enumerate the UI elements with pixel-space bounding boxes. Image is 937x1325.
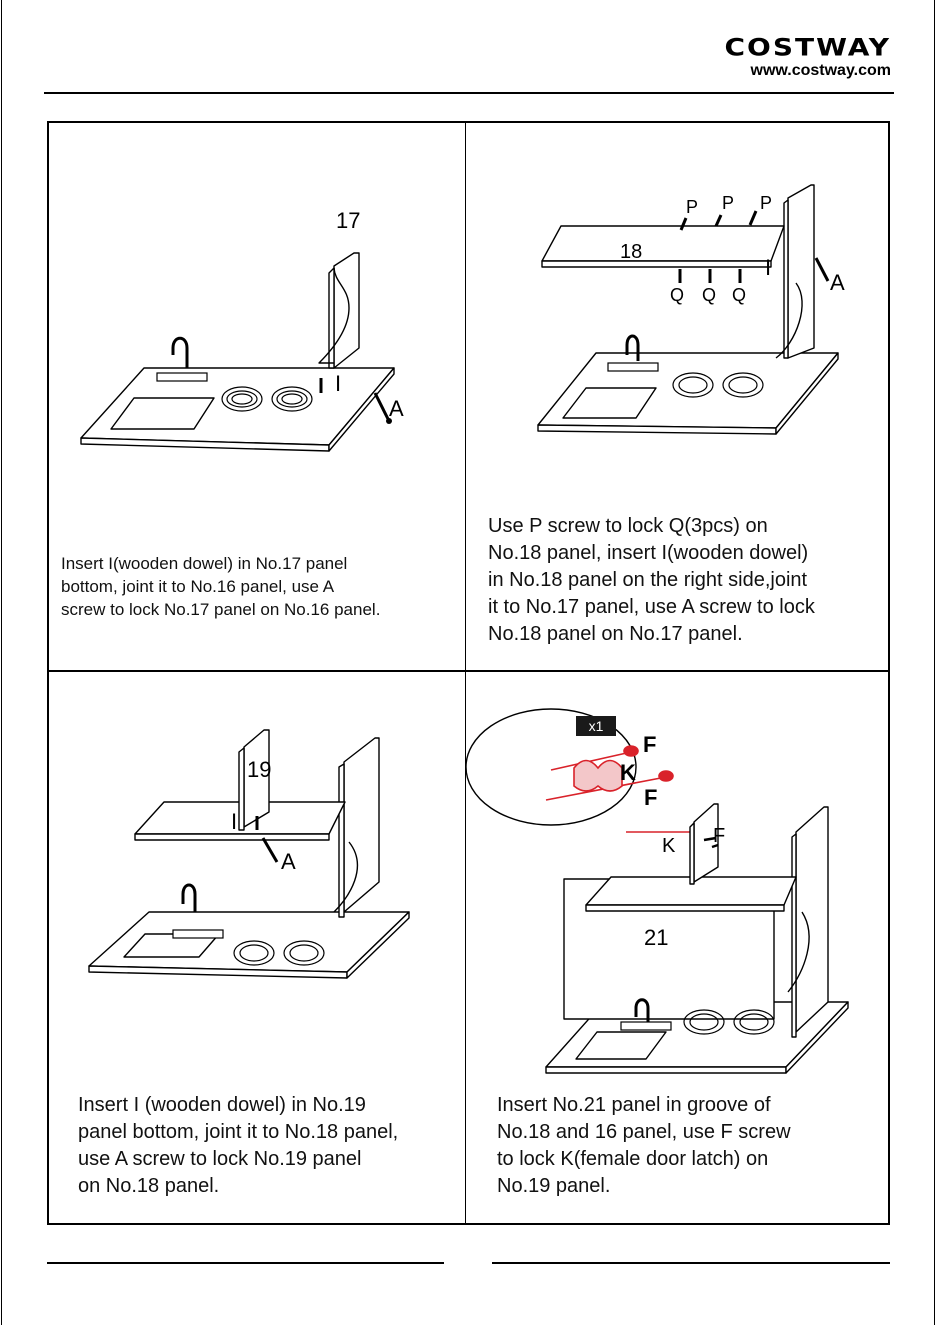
step-3-caption-line: Insert I (wooden dowel) in No.19 <box>78 1094 366 1116</box>
step-4-callout-label-K: K <box>620 760 636 785</box>
step-4-caption-line: Insert No.21 panel in groove of <box>497 1094 771 1116</box>
step-2-label-P: P <box>722 193 734 213</box>
step-1-label-A: A <box>389 396 404 421</box>
step-4-callout-label-F: F <box>643 732 656 757</box>
step-2-caption-line: No.18 panel on No.17 panel. <box>488 623 743 645</box>
step-4-caption-line: No.18 and 16 panel, use F screw <box>497 1121 791 1143</box>
step-2-caption-line: it to No.17 panel, use A screw to lock <box>488 596 815 618</box>
step-2-label-P: P <box>760 193 772 213</box>
step-3-caption-line: use A screw to lock No.19 panel <box>78 1148 362 1170</box>
step-3-label-A: A <box>281 849 296 874</box>
footer-rule-left <box>47 1262 444 1264</box>
step-2-label-Q: Q <box>670 285 684 305</box>
step-2-panel: P P P 18 I A Q Q Q Use P screw to lock Q… <box>466 123 888 669</box>
step-3-panel: 19 I A Insert I (wooden dowel) in No.19 … <box>49 672 464 1224</box>
step-1-caption-line: screw to lock No.17 panel on No.16 panel… <box>61 599 381 619</box>
step-1-label-I: I <box>335 371 341 396</box>
quantity-badge-text: x1 <box>589 718 604 734</box>
step-4-callout-label-F: F <box>644 785 657 810</box>
step-4-caption-line: No.19 panel. <box>497 1175 611 1197</box>
step-2-label-Q: Q <box>732 285 746 305</box>
step-2-label-I: I <box>765 255 771 280</box>
step-1-caption-line: bottom, joint it to No.16 panel, use A <box>61 576 335 596</box>
step-1-panel: 17 I A Insert I(wooden dowel) in No.17 p… <box>49 123 464 669</box>
header-rule <box>44 92 894 94</box>
step-2-label-P: P <box>686 197 698 217</box>
step-2-caption-line: Use P screw to lock Q(3pcs) on <box>488 515 768 537</box>
step-2-caption-line: in No.18 panel on the right side,joint <box>488 569 808 591</box>
step-4-diagram: x1 F K F <box>465 708 849 1074</box>
step-2-caption: Use P screw to lock Q(3pcs) on No.18 pan… <box>488 513 815 648</box>
step-3-diagram: 19 I A <box>88 729 410 979</box>
step-4-caption-line: to lock K(female door latch) on <box>497 1148 769 1170</box>
step-1-caption-line: Insert I(wooden dowel) in No.17 panel <box>61 554 348 573</box>
step-3-caption-line: panel bottom, joint it to No.18 panel, <box>78 1121 399 1143</box>
page-edge-left <box>1 0 2 1325</box>
step-3-label-19: 19 <box>247 757 271 782</box>
step-3-caption: Insert I (wooden dowel) in No.19 panel b… <box>78 1092 398 1200</box>
grid-divider-horizontal <box>47 670 890 672</box>
footer-rule-right <box>492 1262 890 1264</box>
step-4-panel: x1 F K F <box>465 672 888 1224</box>
step-3-caption-line: on No.18 panel. <box>78 1175 220 1197</box>
step-2-label-18: 18 <box>620 241 642 263</box>
step-3-label-I: I <box>231 809 237 834</box>
step-2-caption-line: No.18 panel, insert I(wooden dowel) <box>488 542 809 564</box>
step-1-label-17: 17 <box>336 208 360 233</box>
brand-block: COSTWAY www.costway.com <box>724 36 891 80</box>
step-4-label-21: 21 <box>644 925 668 950</box>
quantity-badge <box>576 716 616 736</box>
step-4-caption: Insert No.21 panel in groove of No.18 an… <box>497 1092 791 1200</box>
step-1-diagram: 17 I A <box>80 208 404 452</box>
step-2-label-A: A <box>830 270 845 295</box>
step-1-caption: Insert I(wooden dowel) in No.17 panel bo… <box>61 553 380 622</box>
instruction-grid <box>47 121 890 1225</box>
grid-divider-vertical <box>465 121 466 1225</box>
detail-callout <box>465 708 637 826</box>
step-4-label-F: F <box>713 825 725 847</box>
page-edge-right <box>934 0 935 1325</box>
brand-url: www.costway.com <box>750 62 891 79</box>
brand-logo: COSTWAY <box>724 33 891 62</box>
step-2-label-Q: Q <box>702 285 716 305</box>
step-2-diagram: P P P 18 I A Q Q Q <box>537 184 845 435</box>
step-4-label-K: K <box>662 835 676 857</box>
